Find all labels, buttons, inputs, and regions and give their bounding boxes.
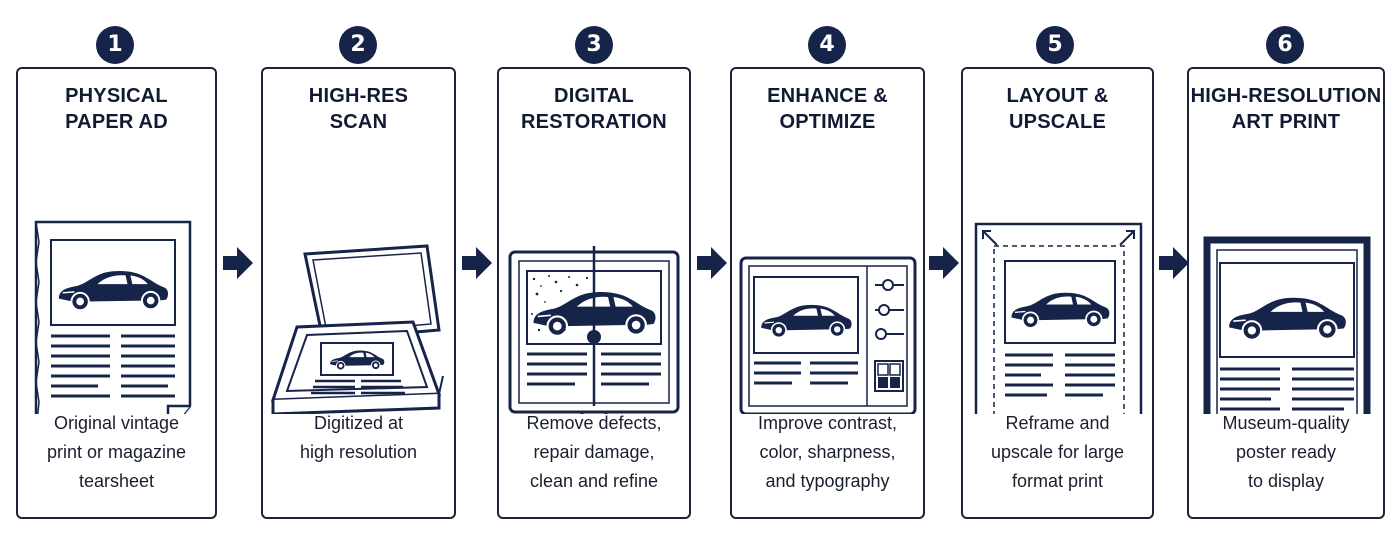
paper-ad-icon xyxy=(34,220,192,414)
step-number-badge: 1 xyxy=(96,26,134,64)
step-title: HIGH-RES SCAN xyxy=(308,85,409,133)
framed-print-icon xyxy=(1203,236,1371,414)
step-title: PHYSICAL PAPER AD xyxy=(65,85,168,133)
step-card: ENHANCE & OPTIMIZE xyxy=(730,67,925,519)
step-title: LAYOUT & UPSCALE xyxy=(1006,85,1109,133)
step-number-badge: 4 xyxy=(808,26,846,64)
step-card: LAYOUT & UPSCALE Reframe and xyxy=(961,67,1154,519)
step-description: Remove defects, repair damage, clean and… xyxy=(526,413,662,491)
step-card: HIGH-RESOLUTION ART PRINT Museum-quality… xyxy=(1187,67,1385,519)
enhance-monitor-icon xyxy=(739,256,917,414)
step-number-badge: 3 xyxy=(575,26,613,64)
step-card: DIGITAL RESTORATION xyxy=(497,67,691,519)
step-number-badge: 5 xyxy=(1036,26,1074,64)
arrow-right-icon xyxy=(462,247,492,279)
restoration-monitor-icon xyxy=(508,246,680,414)
step-number-badge: 6 xyxy=(1266,26,1304,64)
step-title: ENHANCE & OPTIMIZE xyxy=(767,85,888,133)
upscale-layout-icon xyxy=(974,222,1143,414)
step-description: Museum-quality poster ready to display xyxy=(1222,413,1350,491)
step-title: DIGITAL RESTORATION xyxy=(521,85,667,133)
flatbed-scanner-icon xyxy=(270,244,444,414)
step-description: Digitized at high resolution xyxy=(299,413,418,462)
arrow-right-icon xyxy=(697,247,727,279)
arrow-right-icon xyxy=(929,247,959,279)
step-description: Improve contrast, color, sharpness, and … xyxy=(757,413,898,491)
step-title: HIGH-RESOLUTION ART PRINT xyxy=(1190,85,1382,133)
step-description: Original vintage print or magazine tears… xyxy=(46,413,187,491)
step-card: HIGH-RES SCAN Digitized at high resoluti… xyxy=(261,67,456,519)
arrow-right-icon xyxy=(223,247,253,279)
step-card: PHYSICAL PAPER AD Original vintage print… xyxy=(16,67,217,519)
step-description: Reframe and upscale for large format pri… xyxy=(990,413,1125,491)
step-number-badge: 2 xyxy=(339,26,377,64)
